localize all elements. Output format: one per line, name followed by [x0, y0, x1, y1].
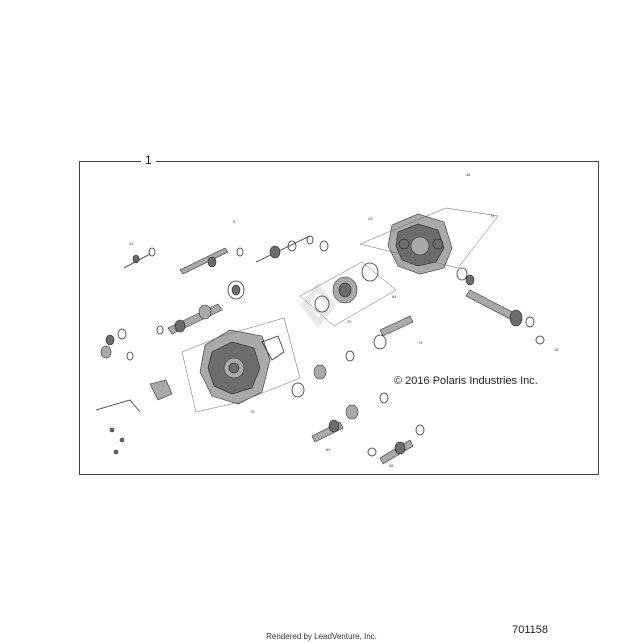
assembly-callout: 1	[141, 153, 156, 167]
svg-text:18: 18	[554, 347, 559, 352]
svg-text:70: 70	[347, 319, 352, 324]
svg-text:74: 74	[418, 340, 423, 345]
ring-gear	[299, 261, 397, 327]
svg-text:38: 38	[389, 463, 394, 468]
input-shaft-gears	[156, 280, 245, 335]
svg-text:48: 48	[466, 172, 471, 177]
svg-text:60: 60	[326, 447, 331, 452]
svg-text:20: 20	[368, 216, 373, 221]
diagram-number: 701158	[512, 624, 548, 636]
svg-text:43: 43	[129, 241, 134, 246]
reference-numbers: 43 9 20 48 75 64 70 74 75 60 38 18	[129, 172, 559, 468]
svg-text:75: 75	[250, 409, 255, 414]
svg-text:9: 9	[233, 219, 236, 224]
output-shaft	[456, 267, 545, 345]
left-transmission-housing	[181, 317, 301, 413]
diagram-frame	[79, 161, 599, 475]
right-transmission-housing	[359, 207, 499, 275]
svg-text:64: 64	[392, 294, 397, 299]
footer-credit: Rendered by LeadVenture, Inc.	[266, 632, 377, 641]
svg-text:75: 75	[490, 213, 495, 218]
shift-shaft-parts	[123, 235, 329, 275]
shift-linkage-parts	[95, 328, 173, 455]
watermark-logo	[300, 282, 336, 328]
copyright-text: © 2016 Polaris Industries Inc.	[394, 375, 538, 387]
countershaft-gears	[291, 315, 425, 465]
